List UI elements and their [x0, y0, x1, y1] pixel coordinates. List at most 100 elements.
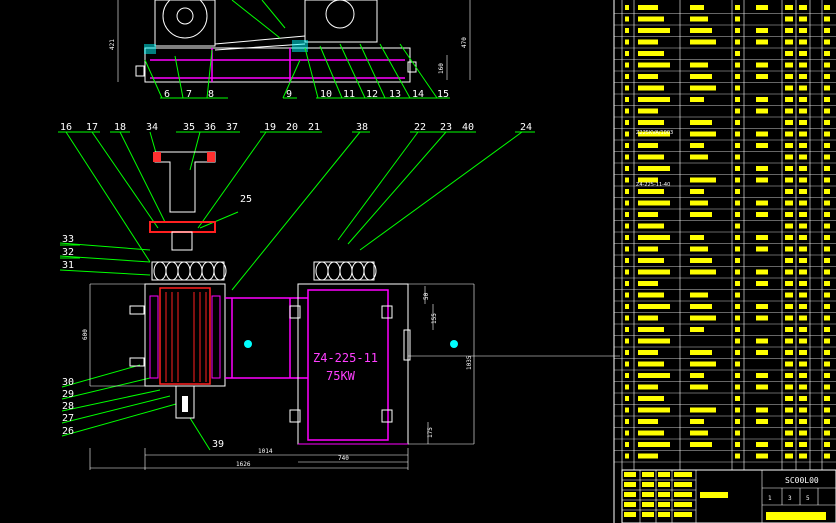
bom-cell [785, 384, 793, 390]
bom-cell [625, 62, 629, 68]
bom-cell [625, 269, 629, 275]
bom-cell [799, 327, 807, 332]
bom-cell [625, 258, 629, 263]
bom-cell [638, 453, 658, 459]
bom-cell [756, 143, 768, 148]
dim-600: 600 [82, 329, 89, 340]
bom-cell [690, 120, 712, 125]
title-cell-block [624, 502, 636, 507]
bom-cell [785, 5, 793, 10]
bom-cell [799, 235, 807, 240]
bom-cell [690, 361, 716, 367]
bom-cell [735, 177, 740, 183]
bom-cell [824, 384, 830, 390]
bom-cell [690, 62, 708, 68]
balloon-9: 9 [286, 89, 292, 100]
bom-cell [824, 396, 830, 401]
bom-cell [785, 120, 793, 125]
bom-cell [735, 16, 740, 22]
dim-740: 740 [338, 455, 349, 462]
bom-cell [625, 373, 629, 378]
bom-cell [799, 200, 807, 206]
bom-cell [756, 269, 768, 275]
bom-cell [799, 269, 807, 275]
bom-cell [625, 223, 629, 229]
bom-cell [638, 177, 658, 183]
bom-rows [614, 5, 836, 463]
bom-cell [785, 246, 793, 252]
bom-cell [756, 384, 768, 390]
bom-cell [690, 154, 708, 160]
bom-cell [824, 373, 830, 378]
bom-cell [785, 108, 793, 114]
bom-cell [735, 361, 740, 367]
bom-cell [799, 97, 807, 102]
bom-cell [824, 361, 830, 367]
bom-cell [799, 223, 807, 229]
left-sheave [151, 261, 227, 281]
bom-cell [785, 74, 793, 79]
bom-cell [735, 51, 740, 56]
bom-cell [638, 74, 658, 79]
bom-cell [625, 338, 629, 344]
belt-line [214, 43, 306, 51]
bom-cell [756, 74, 768, 79]
bom-cell [735, 350, 740, 355]
bom-cell [638, 200, 670, 206]
bom-cell [785, 442, 793, 447]
motor-top-pulley [325, 0, 355, 29]
bom-cell [785, 430, 793, 436]
bom-cell [785, 235, 793, 240]
bom-cell [824, 442, 830, 447]
bom-cell [638, 120, 664, 125]
bracket-bolt [207, 152, 215, 162]
bom-cell [638, 246, 658, 252]
balloon-26: 26 [62, 426, 74, 437]
bom-cell [824, 338, 830, 344]
motor-shaft [403, 329, 411, 361]
bom-text: Z225KVA/1003 [636, 130, 673, 136]
motor-mount [381, 305, 393, 319]
bom-cell [690, 85, 716, 91]
motor-mount [381, 409, 393, 423]
bom-cell [625, 177, 629, 183]
bom-cell [824, 16, 830, 22]
bom-cell [785, 177, 793, 183]
bom-cell [756, 442, 768, 447]
bom-cell [735, 154, 740, 160]
bom-cell [824, 212, 830, 217]
balloon-15: 15 [437, 89, 449, 100]
bom-table: Z225KVA/1003 Z4-225-11-40 [613, 0, 836, 523]
bom-cell [625, 154, 629, 160]
balloon-29: 29 [62, 389, 74, 400]
bom-cell [735, 246, 740, 252]
marker-cyan [450, 340, 458, 348]
bom-cell [638, 97, 670, 102]
bom-cell [756, 350, 768, 355]
bom-cell [690, 143, 704, 148]
bom-cell [799, 177, 807, 183]
bom-cell [625, 304, 629, 309]
bom-cell [690, 200, 708, 206]
balloon-33: 33 [62, 234, 74, 245]
balloon-20: 20 [286, 122, 298, 133]
bom-cell [638, 258, 664, 263]
title-cell: 3 [788, 495, 792, 502]
bom-cell [690, 269, 716, 275]
bom-cell [690, 246, 708, 252]
bom-cell [785, 327, 793, 332]
bom-cell [625, 442, 629, 447]
bom-cell [735, 189, 740, 194]
bom-cell [690, 315, 716, 321]
bom-cell [824, 304, 830, 309]
dim-50: 50 [423, 292, 430, 300]
bom-cell [824, 74, 830, 79]
bom-cell [799, 419, 807, 424]
bom-cell [625, 5, 629, 10]
bom-cell [735, 269, 740, 275]
bom-cell [799, 384, 807, 390]
bom-cell [638, 62, 670, 68]
dim-470: 470 [461, 37, 468, 48]
bom-cell [785, 131, 793, 137]
bom-cell [785, 85, 793, 91]
